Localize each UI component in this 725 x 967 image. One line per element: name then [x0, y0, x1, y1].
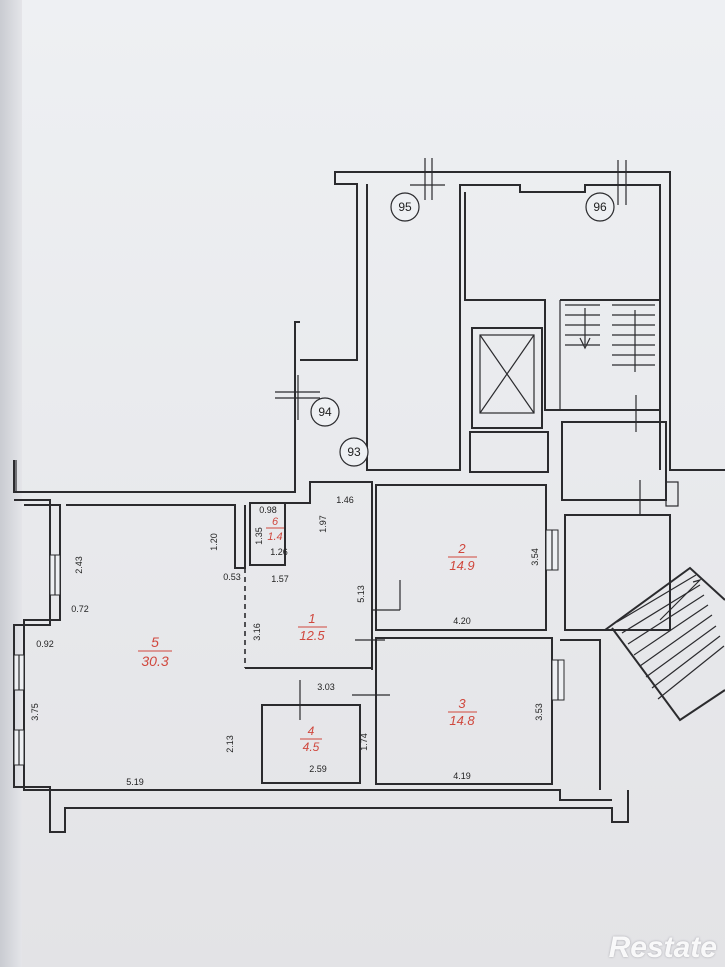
room-label-4: 4 4.5	[300, 724, 322, 754]
dimension-label: 3.53	[534, 703, 544, 721]
dimension-label: 0.53	[223, 572, 241, 582]
outer-walls	[13, 171, 725, 833]
dimension-label: 5.19	[126, 777, 144, 787]
room-number: 2	[457, 541, 466, 556]
axis-marker-label: 93	[347, 445, 361, 459]
axis-ticks	[15, 158, 645, 492]
room-label-3: 3 14.8	[448, 696, 477, 728]
room-area: 4.5	[303, 740, 320, 754]
axis-marker-label: 95	[398, 200, 412, 214]
room-number: 1	[308, 611, 315, 626]
dimension-label: 1.57	[271, 574, 289, 584]
dimension-label: 1.97	[318, 515, 328, 533]
paper-fold-shadow	[0, 0, 22, 967]
room-label-1: 1 12.5	[298, 611, 327, 643]
room-area: 12.5	[299, 628, 325, 643]
room-number: 5	[151, 634, 159, 650]
dimension-label: 1.74	[359, 733, 369, 751]
room-area: 30.3	[141, 653, 168, 669]
east-stairs	[560, 481, 725, 790]
axis-marker-label: 96	[593, 200, 607, 214]
dimension-label: 3.75	[30, 703, 40, 721]
room-label-5: 5 30.3	[138, 634, 172, 669]
restate-watermark-logo: Restate	[608, 931, 717, 964]
dimension-label: 3.16	[252, 623, 262, 641]
room-area: 14.9	[449, 558, 474, 573]
dimension-label: 5.13	[356, 585, 366, 603]
windows	[13, 529, 565, 766]
axis-marker-95: 95	[390, 192, 420, 222]
room-walls	[66, 481, 553, 785]
dimension-label: 3.54	[530, 548, 540, 566]
dimension-label: 2.13	[225, 735, 235, 753]
room-number: 3	[458, 696, 466, 711]
room-label-6: 6 1.4	[266, 516, 284, 543]
dimension-label: 4.20	[453, 616, 471, 626]
axis-marker-93: 93	[339, 437, 369, 467]
dimension-label: 4.19	[453, 771, 471, 781]
core-walls	[366, 184, 667, 515]
dimension-labels: 1.46 0.98 1.35 1.26 1.97 1.20 2.43 0.72 …	[30, 495, 544, 787]
dimension-label: 0.92	[36, 639, 54, 649]
dimension-label: 2.43	[74, 556, 84, 574]
dimension-label: 0.72	[71, 604, 89, 614]
dimension-label: 3.03	[317, 682, 335, 692]
dimension-label: 1.20	[209, 533, 219, 551]
dimension-label: 1.26	[270, 547, 288, 557]
axis-marker-94: 94	[310, 397, 340, 427]
room-area: 14.8	[449, 713, 475, 728]
dimension-label: 1.35	[254, 527, 264, 545]
room-number: 4	[308, 724, 315, 738]
axis-marker-label: 94	[318, 405, 332, 419]
dimension-label: 2.59	[309, 764, 327, 774]
room-area: 1.4	[267, 531, 282, 543]
dimension-label: 1.46	[336, 495, 354, 505]
room-number: 6	[272, 516, 279, 528]
room-label-2: 2 14.9	[448, 541, 477, 573]
axis-marker-96: 96	[585, 192, 615, 222]
dimension-label: 0.98	[259, 505, 277, 515]
